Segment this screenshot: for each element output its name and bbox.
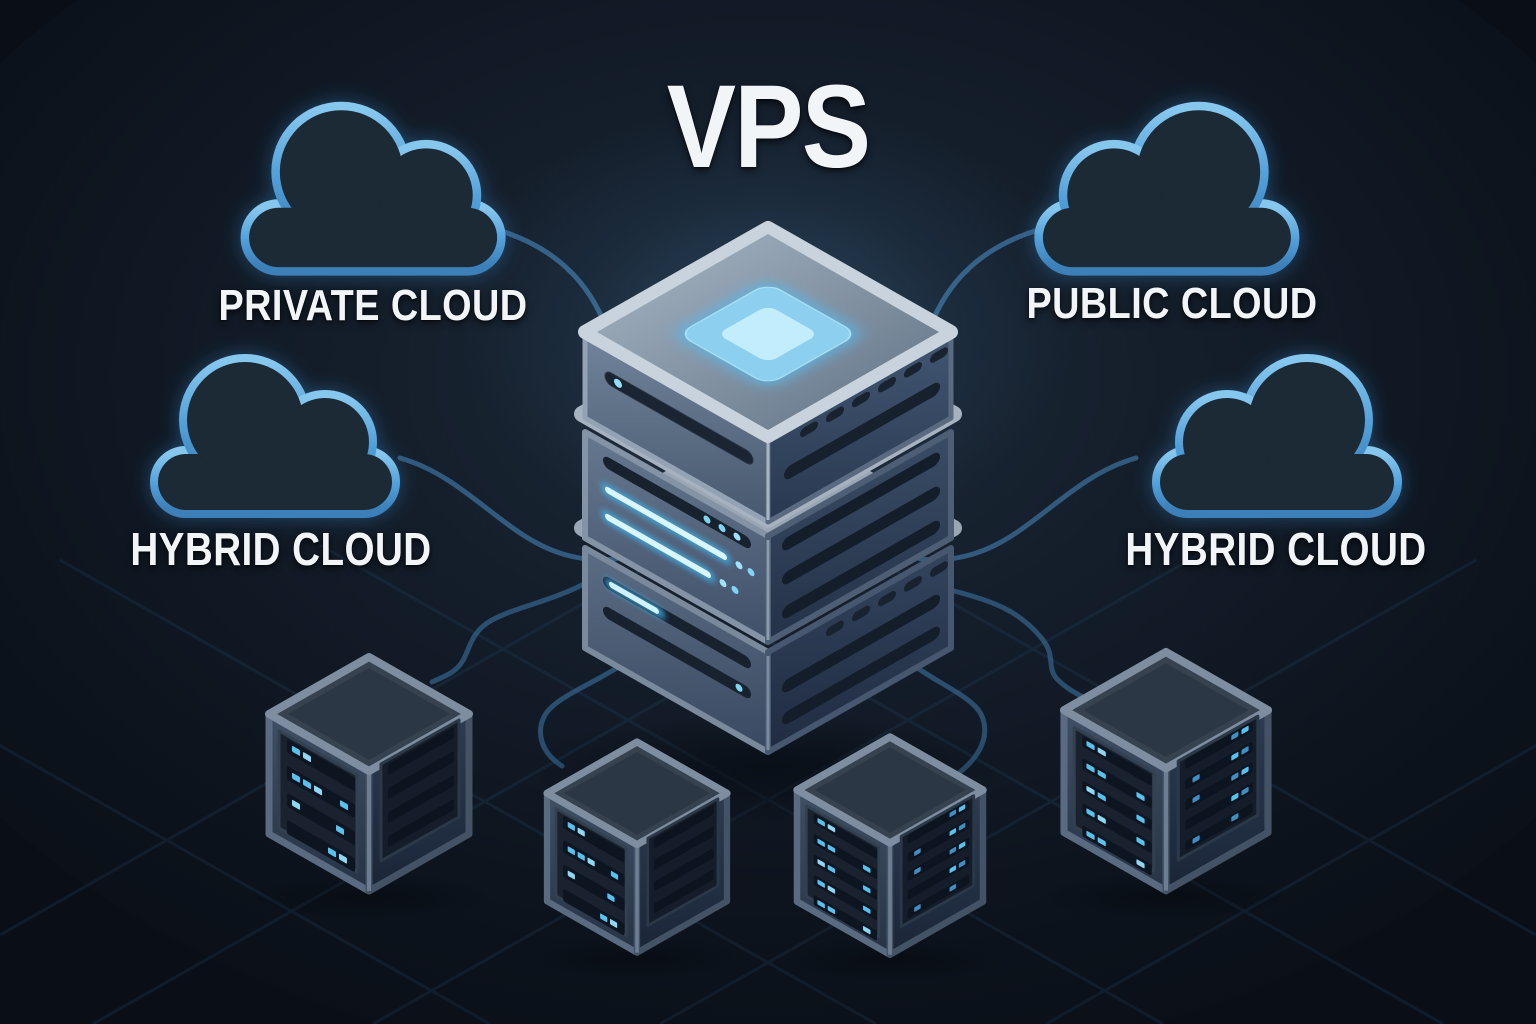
server-stack-icon [523,221,1013,1024]
vps-title: VPS [666,61,871,193]
connector-line-vps-to-node1 [429,572,603,685]
public-cloud-label: PUBLIC CLOUD [1026,279,1318,328]
private-cloud-label: PRIVATE CLOUD [218,281,528,330]
hybrid-cloud-left-label: HYBRID CLOUD [130,523,432,575]
stack-glow-chip [677,282,859,386]
hybrid-cloud-right-label: HYBRID CLOUD [1125,523,1427,575]
stack-unit-1 [578,221,958,525]
connector-line-vps-to-node4 [947,587,1091,703]
